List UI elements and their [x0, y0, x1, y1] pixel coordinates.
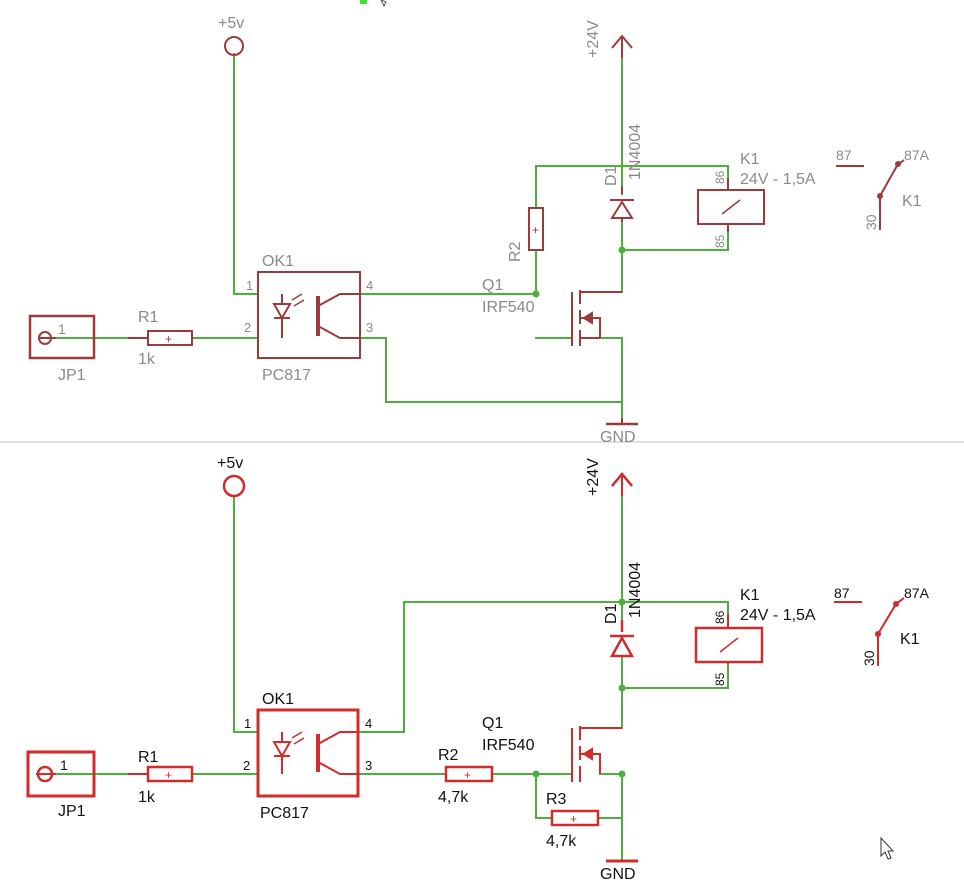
- svg-text:+: +: [165, 332, 172, 346]
- svg-text:3: 3: [365, 758, 372, 773]
- k1-contact: [836, 159, 905, 230]
- svg-text:85: 85: [713, 234, 727, 248]
- r2-label: R2: [438, 747, 459, 764]
- r2-resistor: [528, 207, 544, 251]
- svg-text:+: +: [165, 768, 172, 782]
- svg-text:4: 4: [365, 716, 372, 731]
- jp1-connector: [26, 750, 96, 798]
- mouse-pointer-icon: [880, 836, 895, 860]
- jp1-label: JP1: [58, 803, 86, 820]
- k1-rating: 24V - 1,5A: [740, 171, 816, 188]
- d1-label: D1: [603, 165, 620, 186]
- q1-label: Q1: [482, 715, 503, 732]
- r1-resistor: [147, 330, 193, 346]
- selection-marker: [360, 0, 367, 4]
- bottom-schematic: +5v 1 JP1 + R1 1k 1 2 3 4 OK1 PC817 + R2…: [26, 455, 930, 881]
- r3-resistor: [550, 809, 600, 827]
- ok1-label: OK1: [262, 691, 294, 708]
- svg-text:86: 86: [713, 610, 727, 624]
- svg-text:+: +: [532, 223, 539, 237]
- d1-label: D1: [603, 603, 620, 624]
- vcc-label: +5v: [218, 15, 244, 32]
- q1-mosfet: [571, 726, 622, 782]
- ok1-label: OK1: [262, 253, 294, 270]
- top-schematic: +5v 1 JP1 + R1 1k 1 2 3 4 OK1 PC817 + R2: [28, 15, 930, 446]
- jp1-pin-label: 1: [60, 757, 68, 773]
- svg-text:4: 4: [366, 278, 373, 293]
- jp1-connector: [28, 314, 96, 360]
- mouse-pointer-icon: [380, 0, 387, 8]
- opto-led-icon: [272, 741, 292, 759]
- svg-text:87: 87: [834, 585, 850, 601]
- svg-text:87A: 87A: [904, 147, 930, 163]
- svg-text:1: 1: [244, 716, 251, 731]
- svg-text:30: 30: [863, 214, 879, 230]
- svg-text:1: 1: [246, 278, 253, 293]
- k1-contact: [834, 597, 905, 666]
- junction-dot: [618, 598, 626, 606]
- k1-label: K1: [740, 587, 760, 604]
- q1-label: Q1: [482, 277, 503, 294]
- junction-dot: [532, 770, 540, 778]
- d1-part: 1N4004: [627, 562, 644, 618]
- r1-value: 1k: [138, 351, 156, 368]
- ok1-optocoupler: [257, 271, 361, 359]
- vcc-label: +5v: [217, 455, 243, 472]
- k1-label: K1: [740, 151, 760, 168]
- svg-text:3: 3: [366, 320, 373, 335]
- k1-rating: 24V - 1,5A: [740, 607, 816, 624]
- svg-text:85: 85: [713, 672, 727, 686]
- r1-label: R1: [138, 309, 159, 326]
- vcc-symbol: [222, 474, 246, 498]
- top-wires: [55, 53, 729, 419]
- ok1-part: PC817: [262, 367, 311, 384]
- r2-label: R2: [507, 241, 524, 262]
- junction-dot: [532, 290, 540, 298]
- r2-value: 4,7k: [438, 789, 469, 806]
- d1-diode: [610, 186, 634, 222]
- svg-text:86: 86: [713, 170, 727, 184]
- supply-label: +24V: [585, 20, 602, 58]
- d1-diode: [609, 620, 635, 658]
- ok1-part: PC817: [260, 805, 309, 822]
- q1-mosfet: [571, 290, 622, 346]
- svg-text:2: 2: [244, 320, 251, 335]
- q1-part: IRF540: [482, 737, 535, 754]
- r1-resistor: [146, 765, 194, 783]
- jp1-pin-label: 1: [58, 321, 66, 337]
- r1-label: R1: [138, 749, 159, 766]
- svg-text:87: 87: [836, 147, 852, 163]
- gnd-label: GND: [600, 429, 636, 446]
- svg-text:87A: 87A: [904, 585, 930, 601]
- r2-resistor: [444, 765, 494, 783]
- k1-contact-label: K1: [900, 631, 920, 648]
- opto-led-icon: [272, 303, 292, 321]
- svg-text:+: +: [570, 812, 577, 826]
- jp1-label: JP1: [58, 367, 86, 384]
- svg-text:30: 30: [861, 650, 877, 666]
- bottom-wires: [55, 495, 729, 861]
- r3-label: R3: [546, 791, 567, 808]
- gnd-label: GND: [600, 866, 636, 881]
- r3-value: 4,7k: [546, 833, 577, 850]
- q1-part: IRF540: [482, 299, 535, 316]
- svg-text:2: 2: [243, 758, 250, 773]
- svg-text:+: +: [464, 768, 471, 782]
- k1-contact-label: K1: [902, 193, 922, 210]
- ok1-optocoupler: [256, 708, 360, 798]
- d1-part: 1N4004: [627, 124, 644, 180]
- vcc-symbol: [224, 36, 244, 56]
- junction-dot: [618, 684, 626, 692]
- supply-label: +24V: [585, 458, 602, 496]
- k1-relay-coil: [697, 189, 765, 225]
- junction-dot: [618, 246, 626, 254]
- junction-dot: [618, 770, 626, 778]
- r1-value: 1k: [138, 789, 156, 806]
